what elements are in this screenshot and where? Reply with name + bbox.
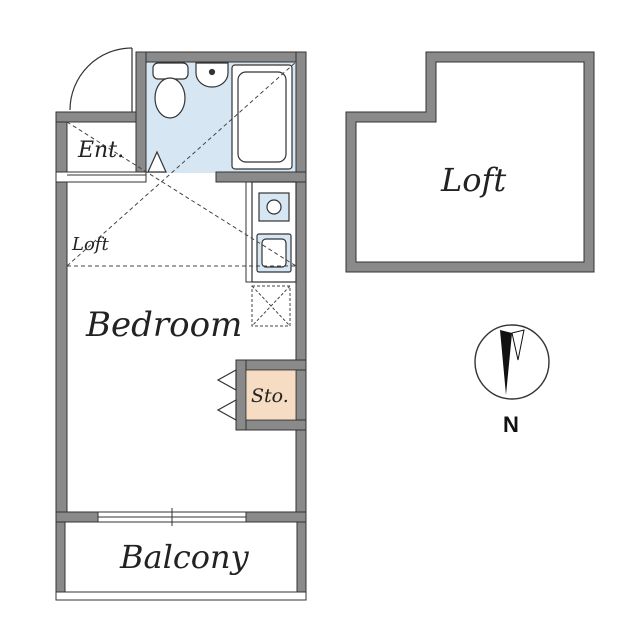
window-icon xyxy=(97,508,247,526)
compass-icon xyxy=(474,324,550,400)
sink-icon xyxy=(195,62,229,88)
door-swing-icon xyxy=(69,47,133,112)
balcony-outline xyxy=(55,521,307,601)
storage-area xyxy=(245,369,297,421)
loft-main-label: Loft xyxy=(71,234,109,255)
kitchen-sink-icon xyxy=(256,233,292,273)
loft-dashed-outline xyxy=(66,61,297,267)
bedroom-label: Bedroom xyxy=(85,305,242,345)
closet-door-icon xyxy=(216,368,237,422)
toilet-icon xyxy=(152,62,189,119)
balcony-label: Balcony xyxy=(119,538,250,576)
entrance-label: Ent. xyxy=(77,138,124,163)
north-label: N xyxy=(503,412,519,437)
stove-icon xyxy=(258,192,290,222)
storage-label: Sto. xyxy=(251,385,289,407)
upper-loft-walls xyxy=(345,51,595,273)
bathtub-icon xyxy=(231,64,293,170)
loft-upper-label: Loft xyxy=(440,161,506,199)
washer-space-icon xyxy=(251,285,291,327)
unit-walls xyxy=(55,51,307,523)
bath-door-marker xyxy=(147,150,167,173)
